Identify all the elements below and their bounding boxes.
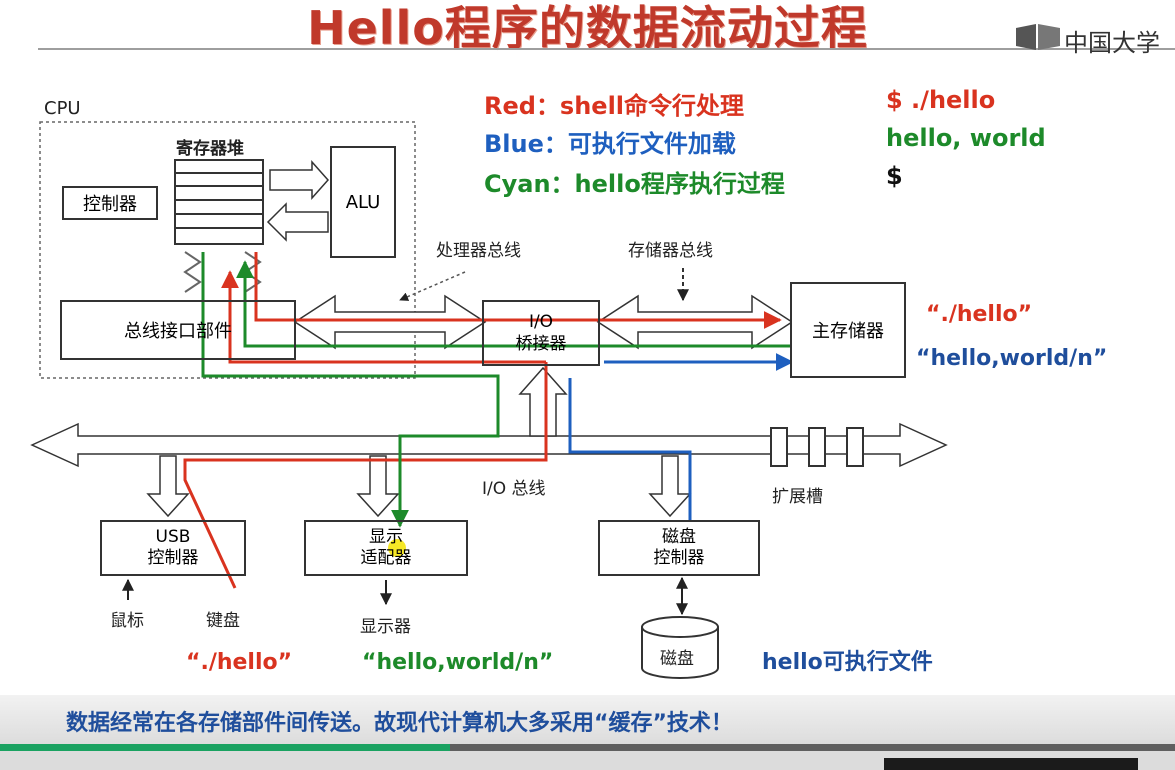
control-unit-box: 控制器 [62, 186, 158, 220]
monitor-label: 显示器 [360, 617, 411, 637]
control-unit-label: 控制器 [83, 194, 137, 215]
alu-to-register-arrow [266, 202, 329, 242]
legend-blue: Blue：可执行文件加载 [484, 130, 736, 158]
main-memory-label: 主存储器 [812, 321, 884, 342]
io-to-disk-arrow [648, 455, 692, 518]
slide-title: Hello程序的数据流动过程 [307, 1, 868, 55]
memory-content-output: “hello,world/n” [916, 346, 1108, 371]
title-divider [38, 48, 1175, 50]
processor-bus-arrow [293, 294, 487, 350]
keyboard-input-caption: “./hello” [186, 650, 293, 675]
blue-flow-path [568, 353, 794, 520]
usb-controller-label: USB 控制器 [147, 527, 199, 568]
bridge-io-arrow [518, 366, 568, 437]
keyboard-label: 键盘 [206, 611, 240, 631]
bus-interface-label: 总线接口部件 [124, 321, 232, 342]
io-bridge-box: I/O 桥接器 [482, 300, 600, 366]
bus-interface-box: 总线接口部件 [60, 300, 296, 360]
io-bridge-label: I/O 桥接器 [515, 312, 567, 354]
terminal-line-1: $ ./hello [886, 86, 996, 114]
terminal-line-2: hello, world [886, 124, 1046, 152]
disk-controller-box: 磁盘 控制器 [598, 520, 760, 576]
mooc-logo-icon [1016, 24, 1060, 50]
alu-label: ALU [345, 191, 381, 213]
io-to-display-arrow [356, 455, 400, 518]
memory-bus-label: 存储器总线 [628, 241, 713, 261]
disk-controller-label: 磁盘 控制器 [653, 527, 705, 568]
usb-controller-box: USB 控制器 [100, 520, 246, 576]
expansion-slot-label: 扩展槽 [772, 487, 823, 507]
expansion-slots [770, 427, 864, 467]
register-to-alu-arrow [269, 160, 330, 200]
video-control-panel[interactable] [884, 758, 1138, 770]
memory-bus-arrow [596, 294, 794, 350]
cursor-highlight [388, 539, 406, 557]
register-file-stack [174, 159, 264, 245]
internal-bus-link [183, 251, 202, 293]
red-flow-path [183, 252, 782, 589]
footer-note: 数据经常在各存储部件间传送。故现代计算机大多采用“缓存”技术！ [66, 711, 733, 736]
disk-cylinder [641, 616, 719, 679]
footer-band [0, 695, 1175, 745]
mouse-label: 鼠标 [110, 611, 144, 631]
disk-file-caption: hello可执行文件 [762, 650, 933, 675]
io-to-usb-arrow [146, 455, 190, 518]
cpu-boundary [39, 121, 416, 379]
watermark-text: 中国大学 [1064, 29, 1160, 57]
display-adapter-box: 显示 适配器 [304, 520, 468, 576]
main-memory-box: 主存储器 [790, 282, 906, 378]
legend-cyan: Cyan：hello程序执行过程 [484, 170, 785, 198]
io-bus-arrow [30, 422, 948, 468]
terminal-line-3: $ [886, 162, 903, 190]
video-progress-fill [0, 744, 451, 751]
display-adapter-label: 显示 适配器 [360, 527, 412, 568]
alu-box: ALU [330, 146, 396, 258]
io-bus-label: I/O 总线 [482, 479, 546, 499]
disk-label: 磁盘 [660, 649, 694, 669]
cpu-label: CPU [44, 98, 81, 119]
video-controls-bar [0, 751, 1175, 770]
video-progress-track[interactable] [0, 744, 1175, 751]
legend-red: Red：shell命令行处理 [484, 92, 745, 120]
register-file-label: 寄存器堆 [176, 139, 244, 159]
display-output-caption: “hello,world/n” [362, 650, 554, 675]
processor-bus-label: 处理器总线 [436, 241, 521, 261]
memory-content-command: “./hello” [926, 302, 1033, 327]
green-flow-path [201, 252, 792, 528]
